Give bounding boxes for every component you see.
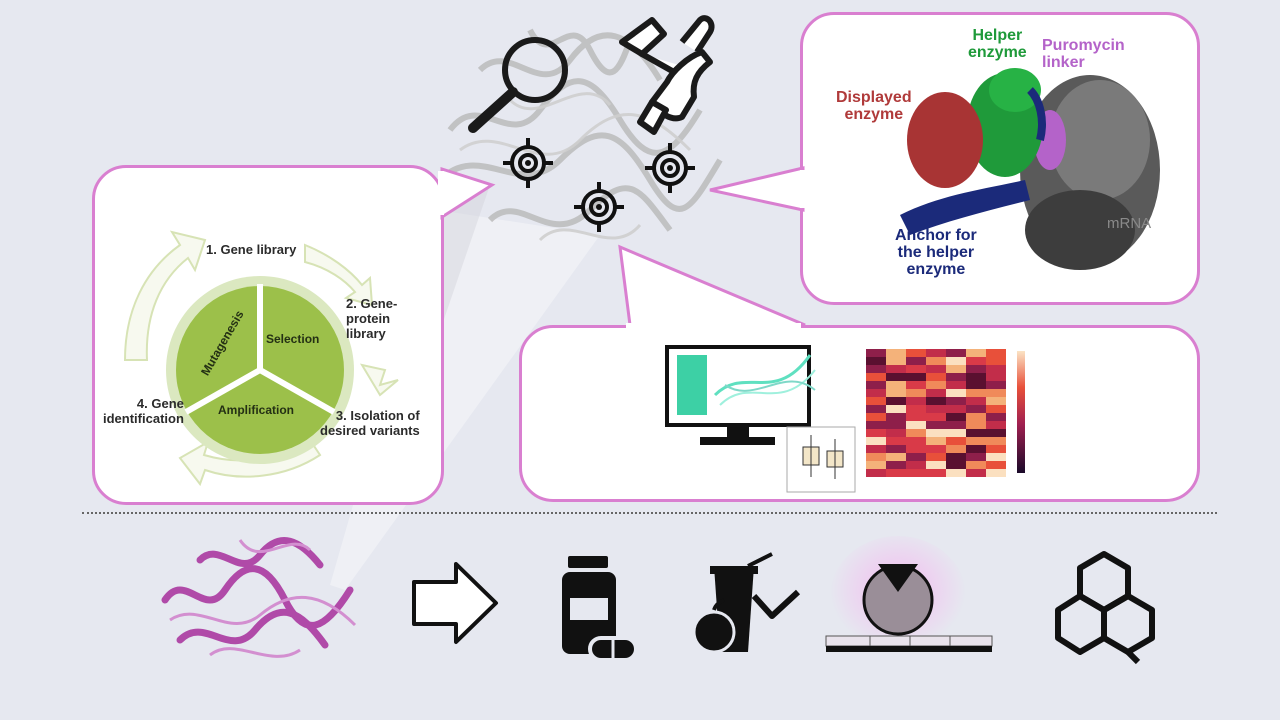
cycle-step-1: 1. Gene library (206, 242, 297, 257)
callout-tail-middle (618, 244, 806, 331)
label-puromycin-linker: Puromycin linker (1042, 37, 1125, 71)
graphene-hexagon-icon (1055, 551, 1155, 665)
segment-amplification: Amplification (218, 403, 295, 417)
section-divider (82, 512, 1217, 514)
display-complex-structure (900, 68, 1160, 270)
cycle-step-3: 3. Isolation of desired variants (320, 408, 420, 438)
label-mrna: mRNA (1107, 215, 1152, 232)
food-drink-icon (692, 552, 801, 654)
target-icon (503, 138, 553, 188)
data-analysis-panel (519, 325, 1200, 502)
callout-tail-right (709, 166, 808, 212)
target-icon (574, 182, 624, 232)
magnifier-icon (468, 37, 568, 133)
cycle-step-4: 4. Gene identification (103, 396, 184, 426)
monitor-icon (665, 345, 816, 445)
cycle-step-2: 2. Gene- protein library (346, 296, 398, 341)
segment-selection: Selection (266, 332, 320, 346)
enzyme-structure-purple (161, 537, 357, 658)
label-displayed-enzyme: Displayed enzyme (836, 89, 912, 123)
heatmap-figure (866, 349, 1025, 477)
label-anchor: Anchor for the helper enzyme (895, 227, 977, 278)
arrow-right-icon (412, 562, 498, 644)
label-helper-enzyme: Helper enzyme (968, 27, 1027, 61)
cycle-wheel (166, 276, 354, 464)
boxplot-figure (786, 426, 856, 493)
target-icon (645, 143, 695, 193)
hand-wrench-icon (619, 15, 715, 135)
medicine-bottle-icon (562, 556, 638, 662)
callout-tail-left (438, 166, 496, 220)
biosensor-icon (825, 536, 993, 656)
